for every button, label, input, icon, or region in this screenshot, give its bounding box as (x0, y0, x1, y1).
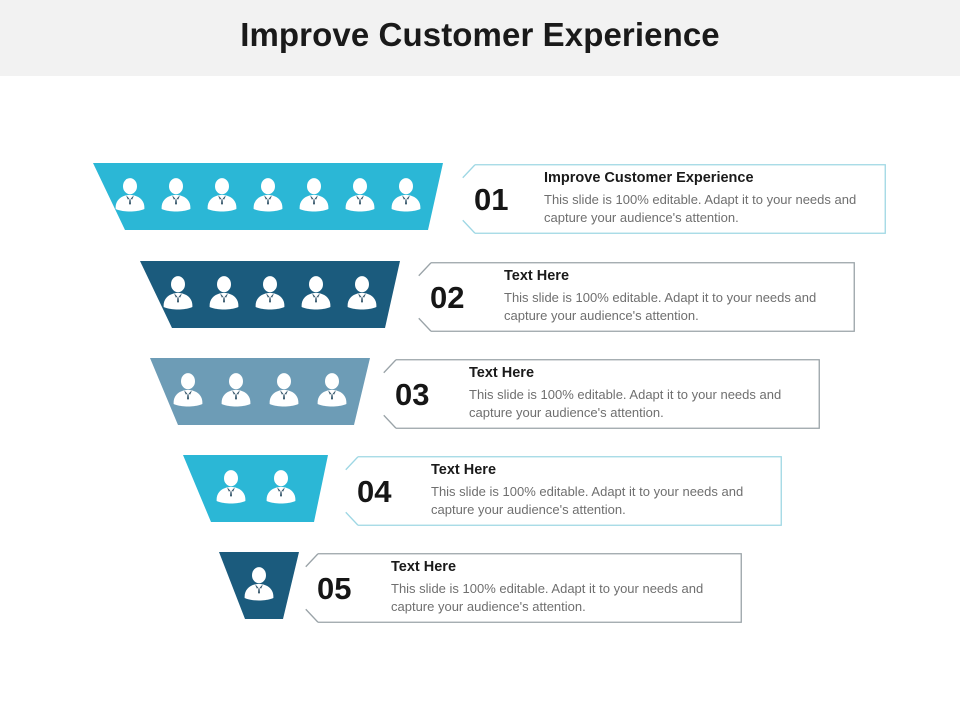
callout-body: This slide is 100% editable. Adapt it to… (504, 289, 817, 324)
slide-header-band (0, 0, 960, 76)
funnel-band-shape (183, 455, 328, 522)
person-icon-group (140, 272, 400, 317)
funnel-band-02[interactable] (140, 261, 400, 328)
person-icon (250, 272, 290, 317)
person-icon (296, 272, 336, 317)
person-icon (216, 369, 256, 414)
funnel-band-shape (150, 358, 370, 425)
person-icon (340, 174, 380, 219)
person-icon (264, 369, 304, 414)
person-icon-group (219, 563, 299, 608)
person-icon-group (150, 369, 370, 414)
person-icon (168, 369, 208, 414)
step-number: 04 (357, 473, 392, 509)
step-number: 01 (474, 181, 509, 217)
callout-heading: Text Here (431, 462, 497, 479)
person-icon (294, 174, 334, 219)
person-icon (248, 174, 288, 219)
person-icon (204, 272, 244, 317)
callout-body: This slide is 100% editable. Adapt it to… (391, 580, 704, 615)
person-icon (261, 466, 301, 511)
callout-frame (345, 456, 782, 526)
callout-heading: Text Here (504, 268, 570, 285)
step-number: 03 (395, 376, 430, 412)
person-icon-group (93, 174, 443, 219)
person-icon-group (183, 466, 328, 511)
callout-heading: Text Here (391, 559, 457, 576)
callout-frame (383, 359, 820, 429)
callout-body: This slide is 100% editable. Adapt it to… (431, 483, 744, 518)
callout-frame (305, 553, 742, 623)
funnel-band-01[interactable] (93, 163, 443, 230)
person-icon (239, 563, 279, 608)
person-icon (386, 174, 426, 219)
person-icon (211, 466, 251, 511)
callout-frame (418, 262, 855, 332)
step-number: 02 (430, 279, 465, 315)
callout-body: This slide is 100% editable. Adapt it to… (469, 386, 782, 421)
funnel-band-03[interactable] (150, 358, 370, 425)
person-icon (110, 174, 150, 219)
person-icon (312, 369, 352, 414)
person-icon (342, 272, 382, 317)
page-title: Improve Customer Experience (240, 16, 720, 53)
person-icon (156, 174, 196, 219)
callout-body: This slide is 100% editable. Adapt it to… (544, 191, 857, 226)
callout-heading: Text Here (469, 365, 535, 382)
funnel-band-05[interactable] (219, 552, 299, 619)
person-icon (202, 174, 242, 219)
callout-heading: Improve Customer Experience (544, 170, 754, 187)
step-number: 05 (317, 570, 352, 606)
funnel-band-04[interactable] (183, 455, 328, 522)
person-icon (158, 272, 198, 317)
callout-frame (462, 164, 886, 234)
